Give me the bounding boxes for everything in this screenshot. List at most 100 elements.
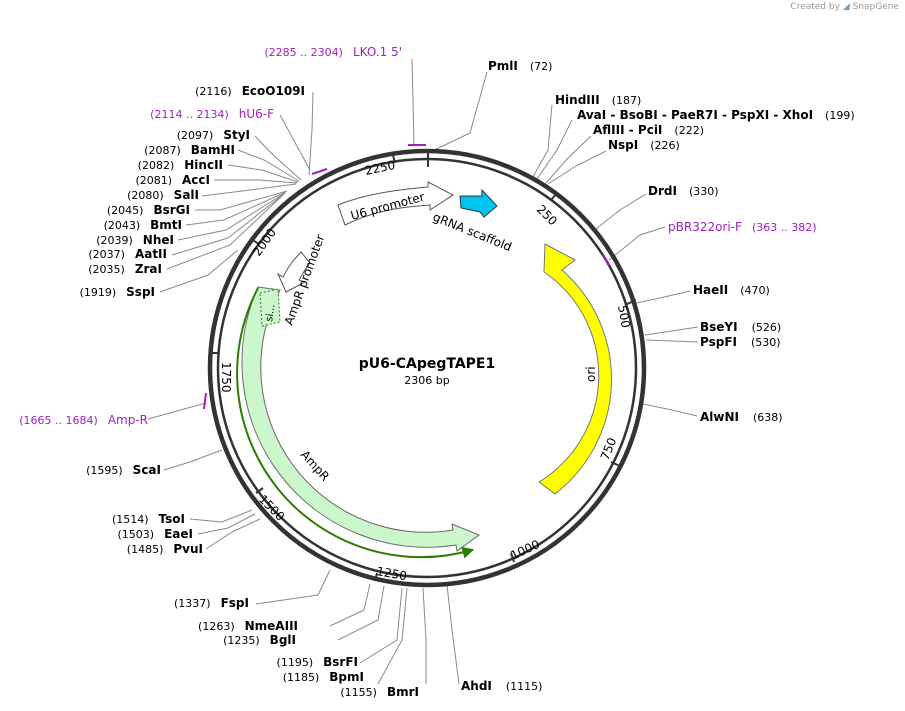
site-tsoi[interactable]: (1514)TsoI [112,512,185,526]
site-position: (2043) [104,219,141,232]
u6-promoter-arrow [337,181,454,226]
site-drdi[interactable]: DrdI(330) [648,184,719,198]
site-bsrgi[interactable]: (2045) BsrGI [107,203,190,217]
site-name: AhdI [461,679,492,693]
ring-ticks [211,152,637,582]
site-fspi[interactable]: (1337) FspI [174,596,249,610]
site-name: FspI [221,596,249,610]
snapgene-credit: Created by ◢ SnapGene [790,2,899,12]
site-pspfi[interactable]: PspFI(530) [700,335,781,349]
site-position: (1337) [174,597,211,610]
plasmid-backbone-outer [207,148,647,588]
site-name: DrdI [648,184,677,198]
site-name: NspI [608,138,638,152]
site-name: BmtI [150,218,182,232]
site-position: (2082) [138,159,175,172]
credit-prefix: Created by [790,2,840,12]
site-eaei[interactable]: (1503)EaeI [118,527,193,541]
site-avai-group[interactable]: AvaI - BsoBI - PaeR7I - PspXI - XhoI (199… [577,108,855,122]
site-position: (2081) [135,174,172,187]
primer-lko1[interactable]: (2285 .. 2304)LKO.1 5' [264,45,402,59]
site-bseyi[interactable]: BseYI(526) [700,320,781,334]
site-position: (2045) [107,204,144,217]
site-name: AatII [135,247,167,261]
site-bsrfi[interactable]: (1195) BsrFI [277,655,358,669]
primer-labels: (2285 .. 2304)LKO.1 5' (2114 .. 2134) hU6… [19,45,816,427]
site-position: (638) [753,411,783,424]
site-name: HaeII [693,283,728,297]
site-name: BsrFI [323,655,358,669]
site-aatii[interactable]: (2037) AatII [88,247,167,261]
site-scai[interactable]: (1595)ScaI [86,463,161,477]
site-ahdi[interactable]: AhdI (1115) [461,679,542,693]
grna-scaffold-arrow [459,188,498,218]
site-sali[interactable]: (2080)SalI [127,188,199,202]
site-zrai[interactable]: (2035)ZraI [88,262,162,276]
site-haeii[interactable]: HaeII (470) [693,283,770,297]
feature-labels: U6 promoter gRNA scaffold ori AmpR promo… [264,190,598,484]
tick-label-250: 250 [534,202,560,228]
site-name: EcoO109I [242,84,305,98]
site-bgli[interactable]: (1235)BglI [223,633,296,647]
site-labels-right: PmlI(72) HindIII(187) AvaI - BsoBI - Pae… [461,59,855,693]
site-position: (72) [530,60,553,73]
primer-hu6f[interactable]: (2114 .. 2134) hU6-F [150,107,274,121]
site-position: (530) [751,336,781,349]
credit-brand: SnapGene [852,2,899,12]
site-name: BsrGI [153,203,190,217]
site-name: BglI [270,633,296,647]
site-bmri[interactable]: (1155)BmrI [340,685,419,699]
site-ecoo109i[interactable]: (2116)EcoO109I [195,84,305,98]
site-position: (1503) [118,528,155,541]
site-name: BseYI [700,320,738,334]
site-pmli[interactable]: PmlI(72) [488,59,552,73]
site-name: AlwNI [700,410,739,424]
site-nmeaiii[interactable]: (1263)NmeAIII [198,619,298,633]
primer-amp-r[interactable]: (1665 .. 1684)Amp-R [19,413,148,427]
site-hincii[interactable]: (2082)HincII [138,158,223,172]
primer-name: pBR322ori-F [668,220,742,234]
feature-label-grna-scaffold: gRNA scaffold [431,210,514,254]
snapgene-logo-icon: ◢ [842,2,850,12]
site-position: (2037) [88,248,125,261]
site-hindiii[interactable]: HindIII(187) [555,93,641,107]
site-position: (1155) [340,686,377,699]
ori-arrow [538,243,612,495]
site-name: StyI [223,128,250,142]
site-position: (226) [650,139,680,152]
site-position: (1514) [112,513,149,526]
site-position: (1195) [277,656,314,669]
primer-name: hU6-F [239,107,274,121]
tick-label-500: 500 [615,304,633,329]
site-name: HindIII [555,93,600,107]
site-position: (199) [825,109,855,122]
site-bamhi[interactable]: (2087)BamHI [144,143,235,157]
tick-label-2250: 2250 [364,158,397,178]
primer-name: Amp-R [108,413,148,427]
site-name: AvaI - BsoBI - PaeR7I - PspXI - XhoI [577,108,813,122]
primer-range: (2114 .. 2134) [150,108,229,121]
site-acci[interactable]: (2081)AccI [135,173,210,187]
site-name: SspI [126,285,155,299]
site-alwni[interactable]: AlwNI (638) [700,410,783,424]
site-sspi[interactable]: (1919) SspI [80,285,155,299]
primer-pbr322ori-f[interactable]: pBR322ori-F(363 .. 382) [668,220,817,234]
site-bpmi[interactable]: (1185)BpmI [283,670,364,684]
plasmid-name: pU6-CApegTAPE1 [359,356,495,372]
ampr-promoter-arrow [276,251,311,293]
site-position: (2039) [96,234,133,247]
site-pvui[interactable]: (1485)PvuI [127,542,203,556]
site-position: (1919) [80,286,117,299]
site-name: SalI [174,188,199,202]
site-styi[interactable]: (2097)StyI [177,128,250,142]
site-name: ZraI [135,262,162,276]
site-position: (470) [740,284,770,297]
site-bmti[interactable]: (2043) BmtI [104,218,182,232]
feature-label-ori: ori [584,366,598,382]
site-afliii-group[interactable]: AflIII - PciI(222) [593,123,704,137]
site-position: (1115) [506,680,543,693]
tick-label-1750: 1750 [219,362,233,393]
site-nhei[interactable]: (2039)NheI [96,233,174,247]
site-nspi[interactable]: NspI (226) [608,138,680,152]
